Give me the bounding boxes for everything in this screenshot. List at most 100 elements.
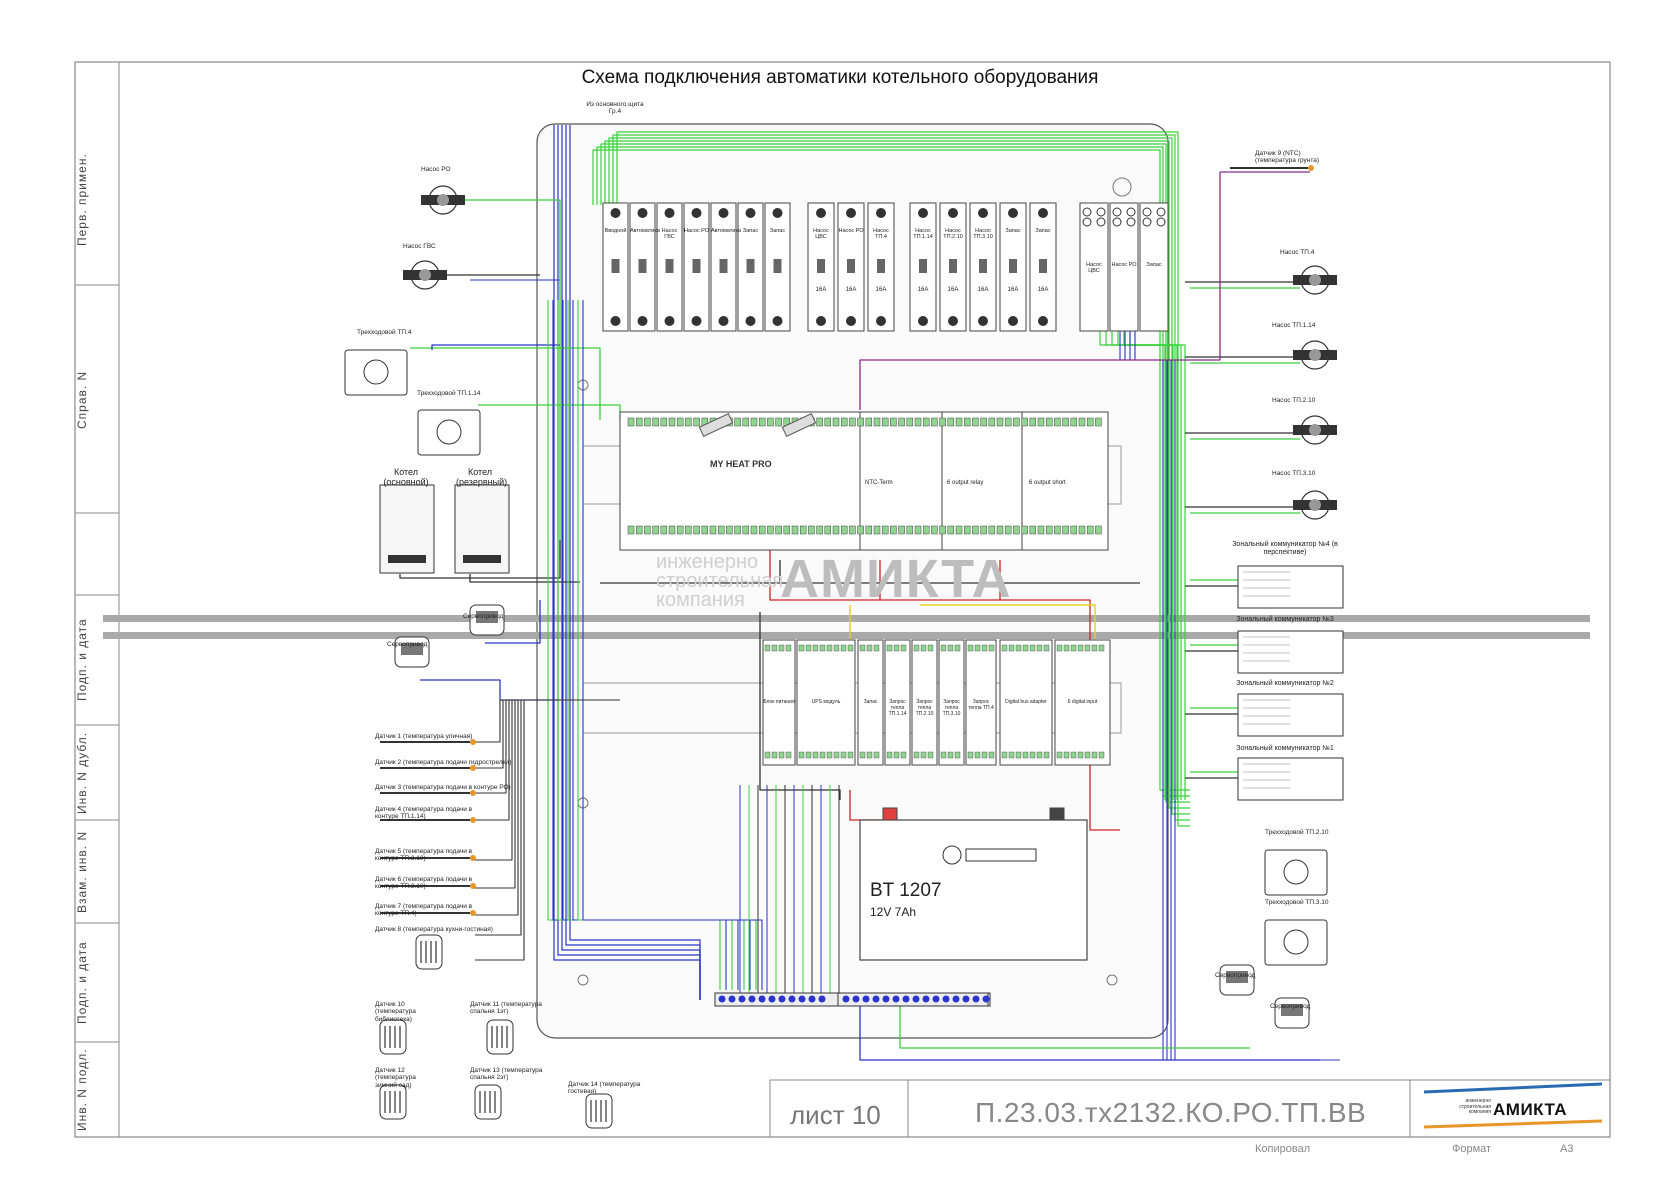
contactor-screw	[1156, 217, 1166, 227]
terminal	[819, 644, 826, 652]
sensor-ntc-label: Датчик 9 (NTC) (температура грунта)	[1255, 150, 1320, 165]
terminal	[1056, 751, 1063, 759]
sensor-tip	[470, 883, 476, 889]
scan-band	[103, 615, 1590, 622]
module-box	[796, 639, 856, 766]
breaker-lever	[949, 259, 957, 273]
terminal	[873, 751, 880, 759]
pump-rotor	[437, 194, 449, 206]
terminal	[833, 751, 840, 759]
terminal	[840, 751, 847, 759]
terminal	[635, 525, 643, 535]
terminal	[1086, 525, 1094, 535]
terminal	[893, 751, 900, 759]
terminal	[940, 751, 947, 759]
breaker-lever	[817, 259, 825, 273]
breaker-screw	[664, 316, 675, 326]
terminal	[1056, 644, 1063, 652]
terminal	[812, 751, 819, 759]
breaker-label: Насос РО	[838, 228, 864, 234]
contactor-screw	[1126, 217, 1136, 227]
bus-terminal	[758, 995, 766, 1003]
terminal	[1036, 644, 1043, 652]
module-box	[1054, 639, 1111, 766]
terminal	[767, 417, 774, 427]
wire	[759, 612, 841, 800]
terminal	[1063, 644, 1070, 652]
breaker-screw	[978, 208, 988, 218]
terminal	[947, 525, 955, 535]
breaker-label: Насос ГВС	[661, 228, 678, 241]
terminal	[676, 417, 684, 427]
terminal	[847, 751, 854, 759]
terminal	[890, 525, 897, 535]
terminal	[778, 751, 785, 759]
pump-rotor	[1309, 274, 1321, 286]
valve-label: Трехходовой ТП.2.10	[1265, 829, 1329, 836]
terminal	[913, 644, 920, 652]
module-label: Запрос тепла ТП.2.10	[915, 699, 934, 717]
bus-terminal	[972, 995, 980, 1003]
sensor-label: Датчик 6 (температура подачи в контуре Т…	[375, 876, 473, 891]
wire	[431, 344, 560, 350]
terminal	[865, 525, 873, 535]
terminal	[808, 525, 815, 535]
sensor-tip	[1308, 165, 1314, 171]
side-label-sign-date-2: Подп. и дата	[75, 941, 89, 1025]
terminal	[1029, 417, 1037, 427]
module-box	[857, 639, 884, 766]
terminal	[1078, 525, 1086, 535]
breaker-label: Автоматика	[711, 228, 741, 234]
terminal	[778, 644, 785, 652]
terminal	[1021, 525, 1028, 535]
terminal	[627, 525, 635, 535]
pump-rotor	[1309, 424, 1321, 436]
breaker-rating: 16А	[947, 287, 959, 293]
module-label: UPS модуль	[811, 699, 841, 705]
terminal	[913, 751, 920, 759]
watermark-line: компания	[656, 589, 745, 611]
valve-dial	[363, 359, 389, 385]
terminal	[886, 751, 893, 759]
terminal	[652, 417, 659, 427]
room-sensor-icon	[486, 1019, 514, 1055]
terminal	[906, 417, 914, 427]
breaker-lever	[611, 259, 620, 273]
terminal	[775, 417, 782, 427]
terminal	[914, 417, 922, 427]
side-label-first-use: Перв. примен.	[75, 153, 89, 247]
terminal	[1054, 417, 1061, 427]
terminal-bus	[714, 992, 991, 1007]
terminal	[927, 751, 934, 759]
module-label: 6 output short	[1029, 480, 1066, 486]
module-rows	[619, 411, 1111, 766]
zone-communicator-icon	[1237, 757, 1344, 801]
breaker-lever	[847, 259, 855, 273]
breaker-screw	[948, 316, 958, 326]
terminal	[981, 644, 988, 652]
battery-model: BT 1207	[870, 880, 942, 901]
terminal	[816, 417, 823, 427]
sensor-label: Датчик 1 (температура уличная)	[375, 733, 473, 740]
terminal	[717, 525, 725, 535]
sensor-label: Датчик 2 (температура подачи гидрострелк…	[375, 759, 512, 766]
contactor-screw	[1156, 207, 1166, 217]
terminal	[1045, 525, 1053, 535]
terminal	[974, 751, 981, 759]
bus-terminal	[872, 995, 880, 1003]
terminal	[709, 525, 717, 535]
contactor-label: Насос ЦВС	[1086, 262, 1102, 275]
breaker-label: Автоматика	[630, 228, 660, 234]
terminal	[1084, 751, 1091, 759]
servo-head	[401, 643, 423, 655]
terminal	[816, 525, 823, 535]
watermark-line: строительная	[656, 570, 784, 592]
contactor	[1079, 202, 1109, 332]
battery-terminal-plus	[882, 807, 898, 821]
zone-communicator-icon	[1237, 565, 1344, 609]
sensor-label: Датчик 14 (температура гостевая)	[568, 1081, 641, 1096]
terminal	[866, 751, 873, 759]
breaker-label: Насос ТП.3.10	[973, 228, 993, 241]
page-title: Схема подключения автоматики котельного …	[581, 67, 1099, 88]
